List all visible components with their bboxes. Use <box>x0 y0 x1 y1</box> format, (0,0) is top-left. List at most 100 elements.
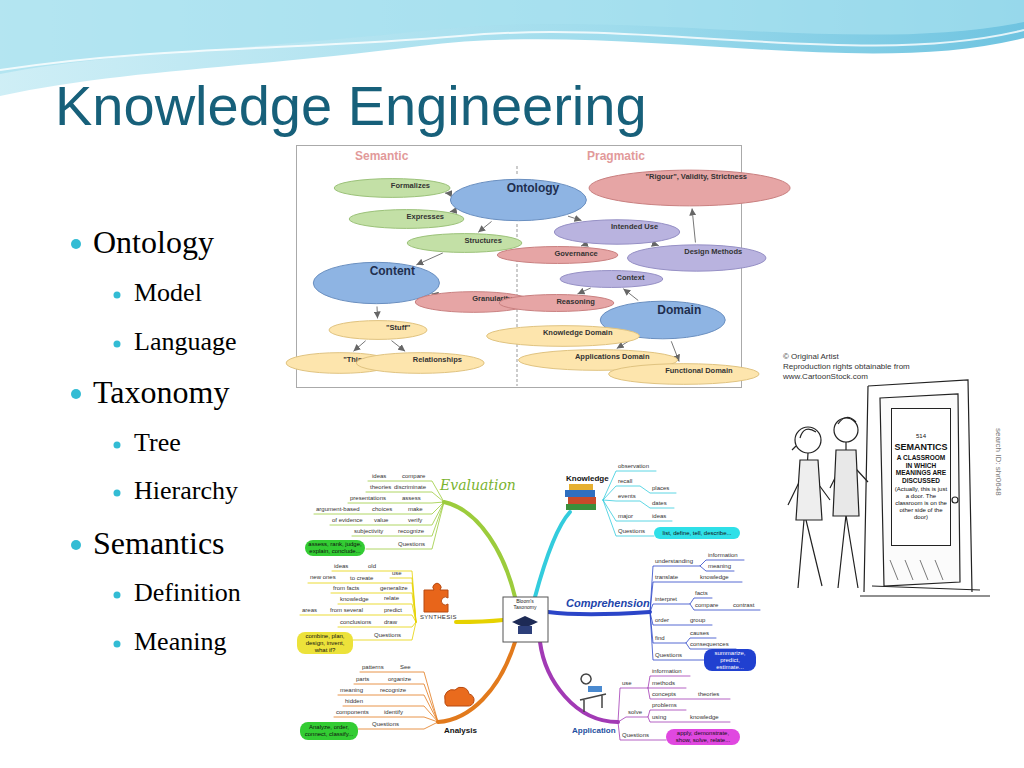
leaf-word: interpret <box>655 596 677 603</box>
pragmatic-oval: Design Methods <box>626 244 767 272</box>
leaf-word: parts <box>356 676 369 683</box>
node-text-block: Structures <box>406 233 502 253</box>
pragmatic-oval: Context <box>559 270 664 288</box>
leaf-word: major <box>618 513 633 520</box>
leaf-word: Questions <box>374 632 401 639</box>
node-text-block: apply, demonstrate, show, solve, relate.… <box>670 730 737 744</box>
concept-arrow <box>577 288 590 294</box>
slide-title: Knowledge Engineering <box>55 74 647 138</box>
concept-arrow <box>392 341 406 352</box>
leaf-word: Questions <box>372 721 399 728</box>
center-topic: Bloom's Taxonomy <box>505 599 545 611</box>
node-label: (Actually, this is just a door. The clas… <box>894 486 947 520</box>
pragmatic-oval: Intended Use <box>553 219 681 245</box>
node-label: Ontology <box>507 182 560 196</box>
copyright-note: © Original Artist <box>783 352 839 361</box>
node-label: Knowledge Domain <box>543 329 613 338</box>
leaf-word: recall <box>618 478 632 485</box>
leaf-word: relate <box>384 595 399 602</box>
concept-arrow <box>623 289 638 301</box>
concept-arrow <box>353 341 365 352</box>
node-label: Functional Domain <box>665 367 733 376</box>
node-label: Relationships <box>413 356 462 365</box>
leaf-word: compare <box>695 602 718 609</box>
leaf-word: compare <box>402 473 425 480</box>
concept-panel: SemanticPragmaticOntology"Rigour", Valid… <box>296 145 742 388</box>
leaf-word: consequences <box>690 641 729 648</box>
branch-title: Analysis <box>444 726 477 735</box>
leaf-word: concepts <box>652 691 676 698</box>
branch-title: SYNTHESIS <box>420 614 457 621</box>
branch-title: Application <box>572 726 616 735</box>
leaf-word: find <box>655 635 665 642</box>
sub-bullet-item: Language <box>134 327 237 357</box>
leaf-word: group <box>690 617 705 624</box>
node-text-block: 514SEMANTICS A CLASSROOM IN WHICH MEANING… <box>894 431 947 523</box>
leaf-word: problems <box>652 702 677 709</box>
leaf-word: identify <box>384 709 403 716</box>
leaf-word: theories <box>698 691 719 698</box>
node-text-block: Content <box>312 261 415 305</box>
leaf-word: value <box>374 517 388 524</box>
bullet-item: Semantics <box>93 525 225 561</box>
concept-arrow <box>652 243 658 245</box>
sub-bullet-item: Tree <box>134 428 181 458</box>
concept-arrow <box>692 208 695 242</box>
node-text-block: combine, plan, design, invent, what if? <box>300 633 350 654</box>
main-concept-oval: Ontology <box>449 178 588 222</box>
leaf-word: recognize <box>398 528 424 535</box>
copyright-note: www.CartoonStock.com <box>783 372 868 381</box>
leaf-word: conclusions <box>340 619 371 626</box>
leaf-word: places <box>652 485 669 492</box>
node-text-block: Analyze, order, connect, classify... <box>303 724 355 738</box>
node-text-block: summarize, predict, estimate... <box>707 650 754 671</box>
node-text-block: Relationships <box>355 352 462 374</box>
leaf-word: causes <box>690 630 709 637</box>
question-pill: summarize, predict, estimate... <box>704 649 756 672</box>
node-label: 514 <box>894 433 947 440</box>
node-label: apply, demonstrate, show, solve, relate.… <box>670 730 737 744</box>
detail-oval: Relationships <box>355 352 485 374</box>
node-label: "Rigour", Validity, Strictness <box>645 173 747 182</box>
leaf-word: to create <box>350 575 373 582</box>
node-label: A CLASSROOM IN WHICH MEANINGS ARE DISCUS… <box>894 454 947 484</box>
leaf-word: hidden <box>345 698 363 705</box>
node-label: Context <box>617 274 645 283</box>
detail-oval: Functional Domain <box>607 363 761 385</box>
node-label: Domain <box>657 304 701 318</box>
leaf-word: use <box>622 680 632 687</box>
leaf-word: observation <box>618 463 649 470</box>
leaf-word: facts <box>695 590 708 597</box>
leaf-word: solve <box>628 709 642 716</box>
leaf-word: using <box>652 714 666 721</box>
node-label: "Stuff" <box>386 324 410 333</box>
leaf-word: Questions <box>618 528 645 535</box>
node-text-block: Governance <box>496 246 597 264</box>
leaf-word: argument-based <box>316 506 360 513</box>
leaf-word: choices <box>372 506 392 513</box>
node-label: assess, rank, judge, explain, conclude..… <box>308 541 362 555</box>
leaf-word: patterns <box>362 664 384 671</box>
leaf-word: events <box>618 493 636 500</box>
leaf-word: recognize <box>380 687 406 694</box>
sub-bullet-item: Definition <box>134 578 241 608</box>
oval-outline <box>559 270 664 288</box>
leaf-word: old <box>368 563 376 570</box>
leaf-word: use <box>392 570 402 577</box>
concept-arrow <box>478 221 491 232</box>
node-label: Formalizes <box>391 182 430 191</box>
node-label: Structures <box>464 237 502 246</box>
node-text-block: Functional Domain <box>607 363 733 385</box>
node-text-block: Context <box>559 270 645 288</box>
leaf-word: generalize <box>380 585 408 592</box>
node-label: SEMANTICS <box>894 442 947 452</box>
leaf-word: order <box>655 617 669 624</box>
node-text-block: list, define, tell, describe... <box>658 530 735 537</box>
detail-oval: "Stuff" <box>328 320 428 340</box>
question-pill: Analyze, order, connect, classify... <box>300 722 358 740</box>
cartoon <box>775 348 1005 596</box>
leaf-word: contrast <box>733 602 754 609</box>
leaf-word: knowledge <box>690 714 719 721</box>
leaf-word: draw <box>384 619 397 626</box>
leaf-word: Questions <box>398 541 425 548</box>
